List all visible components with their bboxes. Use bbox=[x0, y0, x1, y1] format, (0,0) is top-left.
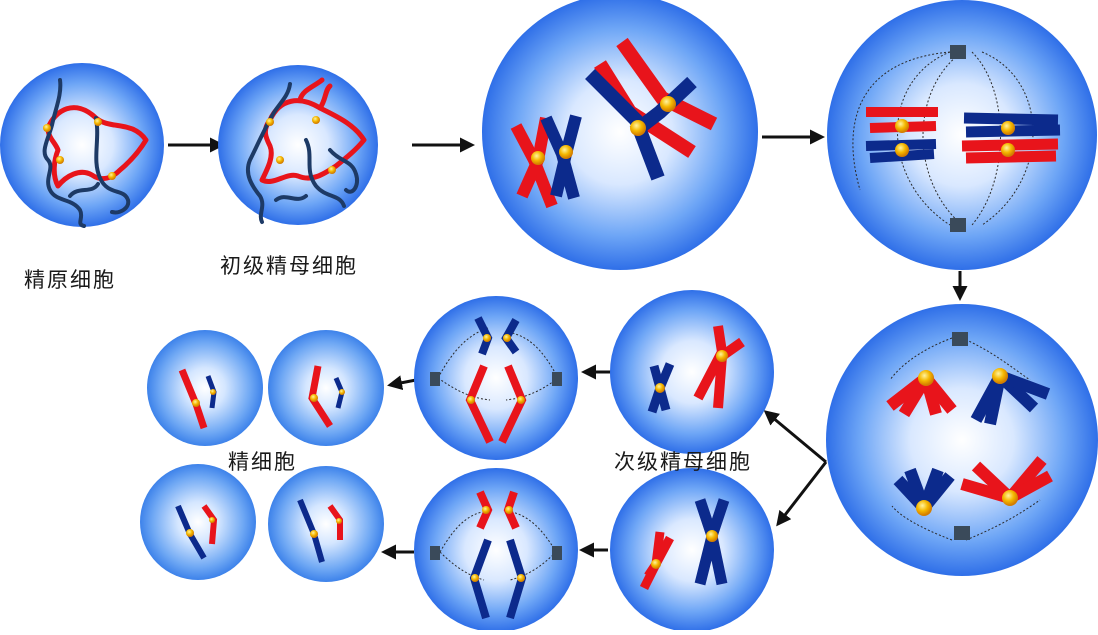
cell-spermatogonium bbox=[0, 63, 164, 228]
centromere bbox=[471, 574, 479, 582]
centromere bbox=[482, 506, 490, 514]
centromere bbox=[630, 120, 646, 136]
cell-secondary-top bbox=[610, 290, 774, 454]
arrow-9 bbox=[387, 375, 417, 391]
centromere bbox=[336, 518, 342, 524]
centromere bbox=[209, 517, 215, 523]
centrosome-left bbox=[430, 372, 440, 386]
sperm-cell-4 bbox=[268, 466, 384, 582]
cell-primary-interphase bbox=[218, 65, 378, 225]
centromere bbox=[559, 145, 573, 159]
chromatin-dark-3 bbox=[68, 182, 100, 198]
arrow-6 bbox=[776, 461, 828, 527]
chromatin-dark-1 bbox=[245, 82, 292, 224]
chromosome-blue-bottom bbox=[893, 467, 955, 516]
centromere bbox=[1002, 490, 1018, 506]
centrosome-right bbox=[552, 546, 562, 560]
tetrad-left bbox=[865, 107, 938, 163]
centromere bbox=[895, 143, 909, 157]
centromere bbox=[310, 530, 318, 538]
sperm-cell-3 bbox=[140, 464, 256, 580]
cell-prophase-one bbox=[482, 0, 758, 270]
centromere bbox=[1001, 121, 1015, 135]
centromere bbox=[94, 118, 102, 126]
chromatin-dark-1 bbox=[42, 78, 86, 228]
spindle-fibers bbox=[437, 327, 559, 401]
chromosome-blue bbox=[647, 362, 675, 414]
centrosome-bottom bbox=[950, 218, 966, 232]
tetrad-left bbox=[510, 114, 582, 209]
arrow-5 bbox=[763, 410, 827, 464]
chromatin-dark-4 bbox=[274, 194, 308, 202]
centromere bbox=[916, 500, 932, 516]
centrosome-top bbox=[950, 45, 966, 59]
centromere bbox=[895, 119, 909, 133]
centromere bbox=[531, 151, 545, 165]
chromosome-red-bottom bbox=[960, 456, 1053, 506]
label-sperm-cell: 精细胞 bbox=[228, 450, 297, 474]
centromere bbox=[328, 166, 336, 174]
centromere bbox=[503, 334, 511, 342]
sperm-cell-2 bbox=[268, 330, 384, 446]
cell-anaphase-two-bottom bbox=[414, 468, 578, 632]
cell-metaphase-one bbox=[827, 0, 1097, 270]
centromere bbox=[992, 368, 1008, 384]
cell-anaphase-one bbox=[826, 304, 1098, 576]
centromere bbox=[192, 399, 200, 407]
chromosome-red-top bbox=[886, 370, 957, 418]
chromosome-blue bbox=[694, 498, 730, 586]
spindle-fibers bbox=[439, 511, 557, 581]
chromatin-dark-2 bbox=[94, 116, 131, 215]
cell-secondary-bottom bbox=[610, 468, 774, 632]
centrosome-bottom bbox=[954, 526, 970, 540]
centrosome-left bbox=[430, 546, 440, 560]
chromosome-red bbox=[693, 325, 745, 409]
centromere bbox=[276, 156, 284, 164]
centromere bbox=[660, 96, 676, 112]
centromere bbox=[43, 124, 51, 132]
centromere bbox=[266, 118, 274, 126]
centromere bbox=[339, 389, 345, 395]
centromere bbox=[210, 389, 216, 395]
centromere bbox=[483, 334, 491, 342]
tetrad-right bbox=[961, 112, 1061, 164]
centrosome-right bbox=[552, 372, 562, 386]
chromatin-dark-2 bbox=[304, 138, 346, 208]
centromere bbox=[716, 350, 728, 362]
centromere bbox=[517, 396, 525, 404]
centromere bbox=[655, 383, 665, 393]
label-primary-spermatocyte: 初级精母细胞 bbox=[220, 254, 358, 278]
cell-anaphase-two-top bbox=[414, 296, 578, 460]
sperm-cell-1 bbox=[147, 330, 263, 446]
centromere bbox=[56, 156, 64, 164]
label-secondary-spermatocyte: 次级精母细胞 bbox=[614, 450, 752, 474]
tetrad-right bbox=[585, 37, 718, 181]
centromere bbox=[467, 396, 475, 404]
chromosome-blue-top bbox=[970, 368, 1051, 426]
spindle-fibers bbox=[889, 337, 1041, 541]
centrosome-top bbox=[952, 332, 968, 346]
arrows bbox=[168, 129, 968, 560]
chromatin-dark-3 bbox=[328, 148, 359, 194]
centromere bbox=[1001, 143, 1015, 157]
chromosome-red bbox=[639, 531, 674, 591]
centromere bbox=[312, 116, 320, 124]
centromere bbox=[108, 172, 116, 180]
centromere bbox=[706, 530, 718, 542]
centromere bbox=[517, 574, 525, 582]
centromere bbox=[186, 529, 194, 537]
label-spermatogonium: 精原细胞 bbox=[24, 268, 116, 292]
centromere bbox=[505, 506, 513, 514]
chromatin-red-2 bbox=[297, 77, 333, 111]
centromere bbox=[310, 394, 318, 402]
centromere bbox=[918, 370, 934, 386]
centromere bbox=[651, 559, 661, 569]
